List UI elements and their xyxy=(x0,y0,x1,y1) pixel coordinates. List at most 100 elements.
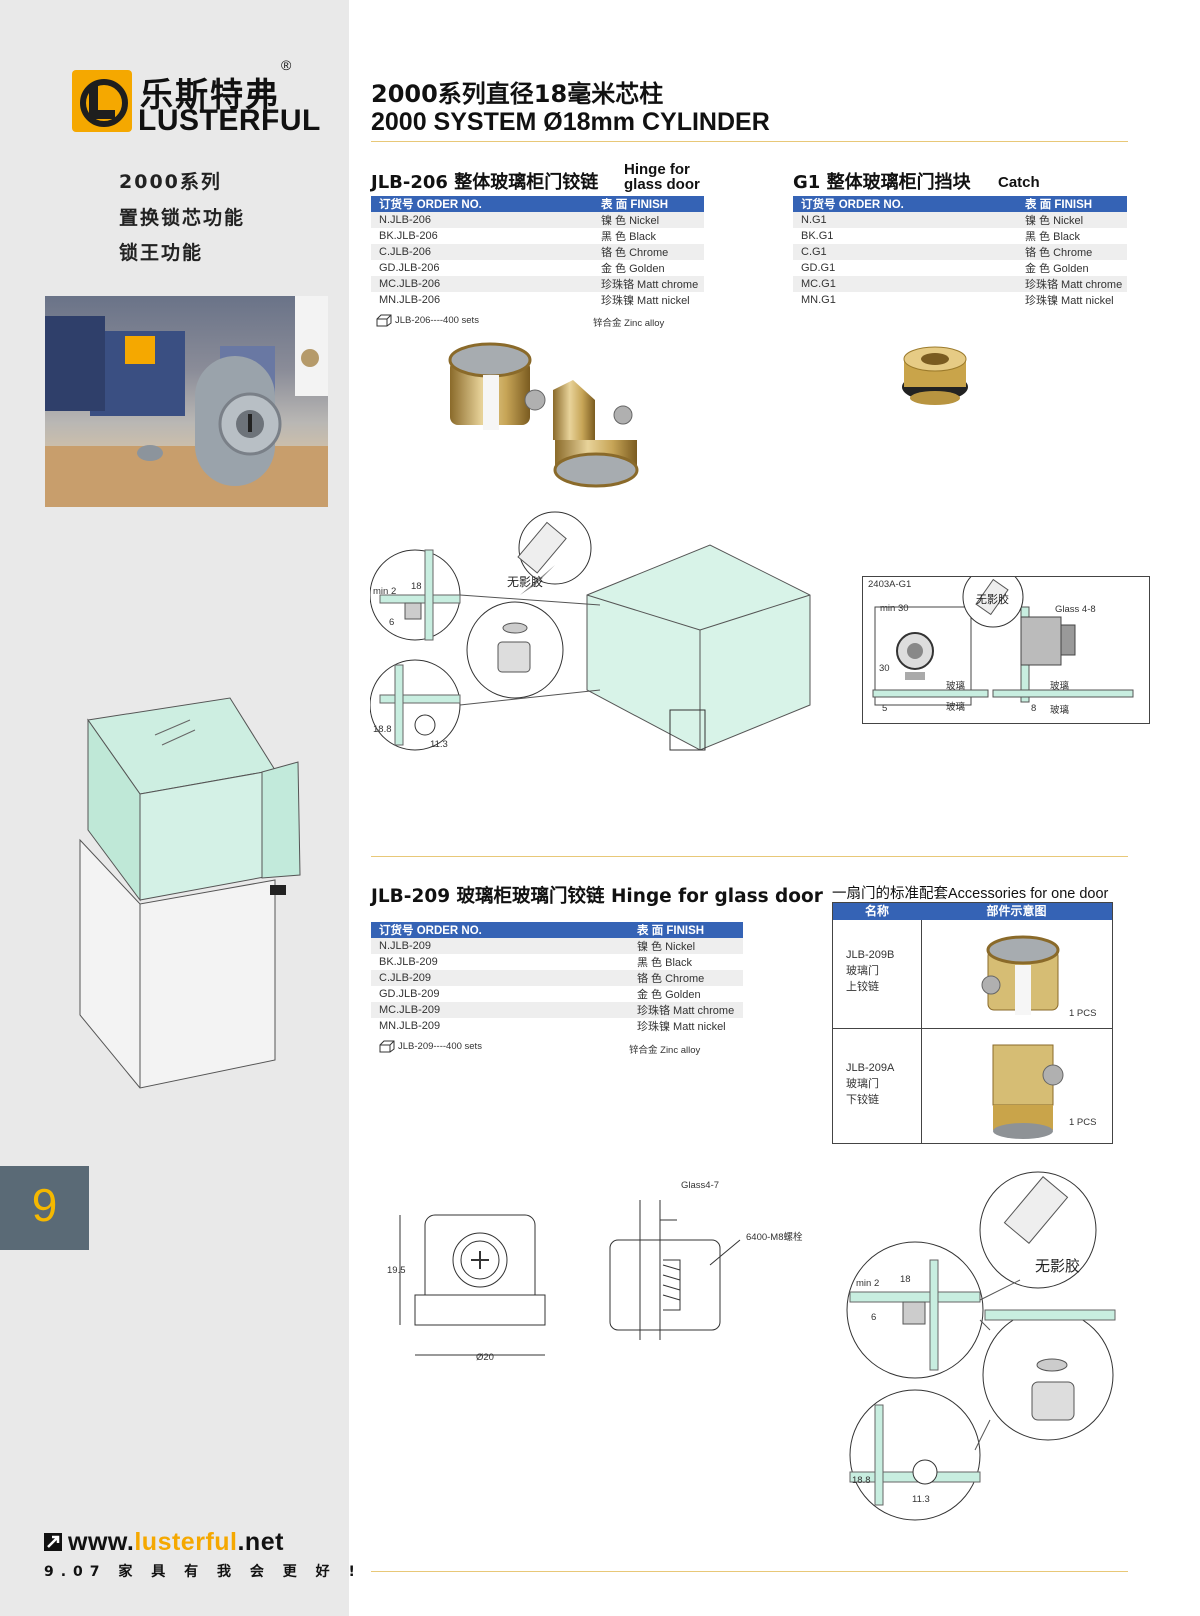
d3-glue-label: 无影胶 xyxy=(1035,1258,1081,1275)
jlb206-title-en-1: Hinge for xyxy=(624,161,690,178)
acc-item1-part: 玻璃门 xyxy=(846,965,879,977)
accessories-divider xyxy=(921,920,922,1143)
order-cell: MC.JLB-209 xyxy=(371,1002,629,1018)
tech-dim-19-5: 19.5 xyxy=(387,1265,406,1276)
link-arrow-icon xyxy=(44,1533,62,1551)
website-suffix: .net xyxy=(237,1528,284,1556)
d2-glass-label-3: 玻璃 xyxy=(1050,681,1070,692)
d2-glue-label: 无影胶 xyxy=(976,594,1009,606)
order-cell: GD.G1 xyxy=(801,262,836,274)
box-icon xyxy=(379,1040,395,1053)
d3-dim-18: 18 xyxy=(900,1274,911,1285)
finish-cell: 珍珠镍 Matt nickel xyxy=(601,295,690,307)
jlb206-product-render xyxy=(448,342,639,488)
table-row: BK.JLB-206 黑 色 Black xyxy=(371,228,704,244)
accessories-table: 名称 部件示意图 JLB-209B 玻璃门 上铰链 1 PCS JLB-209A… xyxy=(832,902,1113,1144)
order-cell: MC.G1 xyxy=(793,276,1017,292)
header-rule xyxy=(371,141,1128,142)
finish-cell: 镍 色 Nickel xyxy=(1017,212,1127,228)
order-cell: C.G1 xyxy=(793,244,1017,260)
page-title-en: 2000 SYSTEM Ø18mm CYLINDER xyxy=(371,108,770,136)
jlb209-technical-drawing xyxy=(399,1200,741,1356)
finish-cell: 金 色 Golden xyxy=(601,263,665,275)
table-row: MN.G1 珍珠镍 Matt nickel xyxy=(793,292,1127,308)
acc-item1-desc: 上铰链 xyxy=(846,981,879,993)
product-photo xyxy=(45,296,328,507)
jlb209-material: 锌合金 Zinc alloy xyxy=(629,1045,701,1056)
cabinet-illustration xyxy=(79,697,301,1089)
col-finish-header: 表 面 FINISH xyxy=(629,922,743,938)
order-cell: MN.G1 xyxy=(801,294,836,306)
order-cell: C.JLB-209 xyxy=(371,970,629,986)
acc-item2-model: JLB-209A xyxy=(846,1062,895,1074)
d2-dim-30: 30 xyxy=(879,663,890,674)
d3-dim-18-8: 18.8 xyxy=(852,1475,871,1486)
d1-dim-18-8: 18.8 xyxy=(373,724,392,735)
d3-dim-11-3: 11.3 xyxy=(912,1494,930,1505)
finish-cell: 黑 色 Black xyxy=(637,957,693,969)
d1-dim-6: 6 xyxy=(389,617,395,628)
page-title-cn: 2000系列直径18毫米芯柱 xyxy=(371,80,664,108)
jlb209-title: JLB-209 玻璃柜玻璃门铰链 Hinge for glass door xyxy=(371,886,823,907)
d1-dim-18: 18 xyxy=(411,581,422,592)
photo-illustration xyxy=(45,296,328,507)
footer-rule xyxy=(371,1571,1128,1572)
jlb209b-render xyxy=(981,935,1060,1015)
jlb206-pack: JLB-206----400 sets xyxy=(395,315,479,326)
table-row: BK.JLB-209 黑 色 Black xyxy=(371,954,743,970)
acc-item2-desc: 下铰链 xyxy=(846,1094,879,1106)
table-header-row: 订货号 ORDER NO. 表 面 FINISH xyxy=(793,196,1127,212)
tech-bolt: 6400-M8螺栓 xyxy=(746,1232,803,1243)
logo-letter-l-foot xyxy=(89,110,115,119)
d1-glue-label: 无影胶 xyxy=(507,575,544,589)
website-link[interactable]: www.lusterful.net xyxy=(68,1528,284,1557)
d2-min30: min 30 xyxy=(880,603,909,614)
d2-model: 2403A-G1 xyxy=(868,579,912,590)
logo-ring xyxy=(80,79,128,127)
d1-dim-11-3: 11.3 xyxy=(430,739,448,750)
jlb206-material: 锌合金 Zinc alloy xyxy=(593,318,665,329)
accessories-col-name: 名称 xyxy=(864,904,889,918)
d2-glass-label-1: 玻璃 xyxy=(946,681,966,692)
d2-dim-8: 8 xyxy=(1031,703,1037,714)
order-cell: BK.JLB-206 xyxy=(379,230,438,242)
finish-cell: 铬 色 Chrome xyxy=(1017,244,1127,260)
jlb206-title: JLB-206 整体玻璃柜门铰链 xyxy=(371,172,599,193)
finish-cell: 珍珠铬 Matt chrome xyxy=(593,276,704,292)
finish-cell: 黑 色 Black xyxy=(601,231,657,243)
jlb209-pack: JLB-209----400 sets xyxy=(398,1041,482,1052)
feature-lock-king: 锁王功能 xyxy=(119,242,204,264)
acc-item1-model: JLB-209B xyxy=(846,949,895,961)
table-row: GD.JLB-206 金 色 Golden xyxy=(371,260,704,276)
finish-cell: 珍珠镍 Matt nickel xyxy=(1025,295,1114,307)
finish-cell: 镍 色 Nickel xyxy=(629,938,743,954)
order-cell: GD.JLB-206 xyxy=(379,262,440,274)
finish-cell: 铬 色 Chrome xyxy=(629,970,743,986)
box-icon xyxy=(376,314,392,327)
logo-letter-l xyxy=(89,85,98,119)
g1-title: G1 整体玻璃柜门挡块 xyxy=(793,172,971,193)
website-brand: lusterful xyxy=(134,1528,238,1556)
jlb206-title-en-2: glass door xyxy=(624,176,700,193)
order-cell: BK.JLB-209 xyxy=(379,956,438,968)
order-cell: BK.G1 xyxy=(801,230,834,242)
table-header-row: 订货号 ORDER NO. 表 面 FINISH xyxy=(371,922,743,938)
g1-diagram-drawing xyxy=(872,577,1134,706)
accessories-col-diagram: 部件示意图 xyxy=(986,904,1047,918)
order-cell: MN.JLB-206 xyxy=(379,294,441,306)
col-order-header: 订货号 ORDER NO. xyxy=(371,922,629,938)
acc-item2-part: 玻璃门 xyxy=(846,1078,879,1090)
brand-logo xyxy=(72,70,132,132)
col-finish-header: 表 面 FINISH xyxy=(593,196,704,212)
brand-name-en: LUSTERFUL xyxy=(138,104,321,137)
order-cell: GD.JLB-209 xyxy=(379,988,440,1000)
finish-cell: 珍珠铬 Matt chrome xyxy=(1017,276,1127,292)
d2-glass-range: Glass 4-8 xyxy=(1055,604,1096,615)
